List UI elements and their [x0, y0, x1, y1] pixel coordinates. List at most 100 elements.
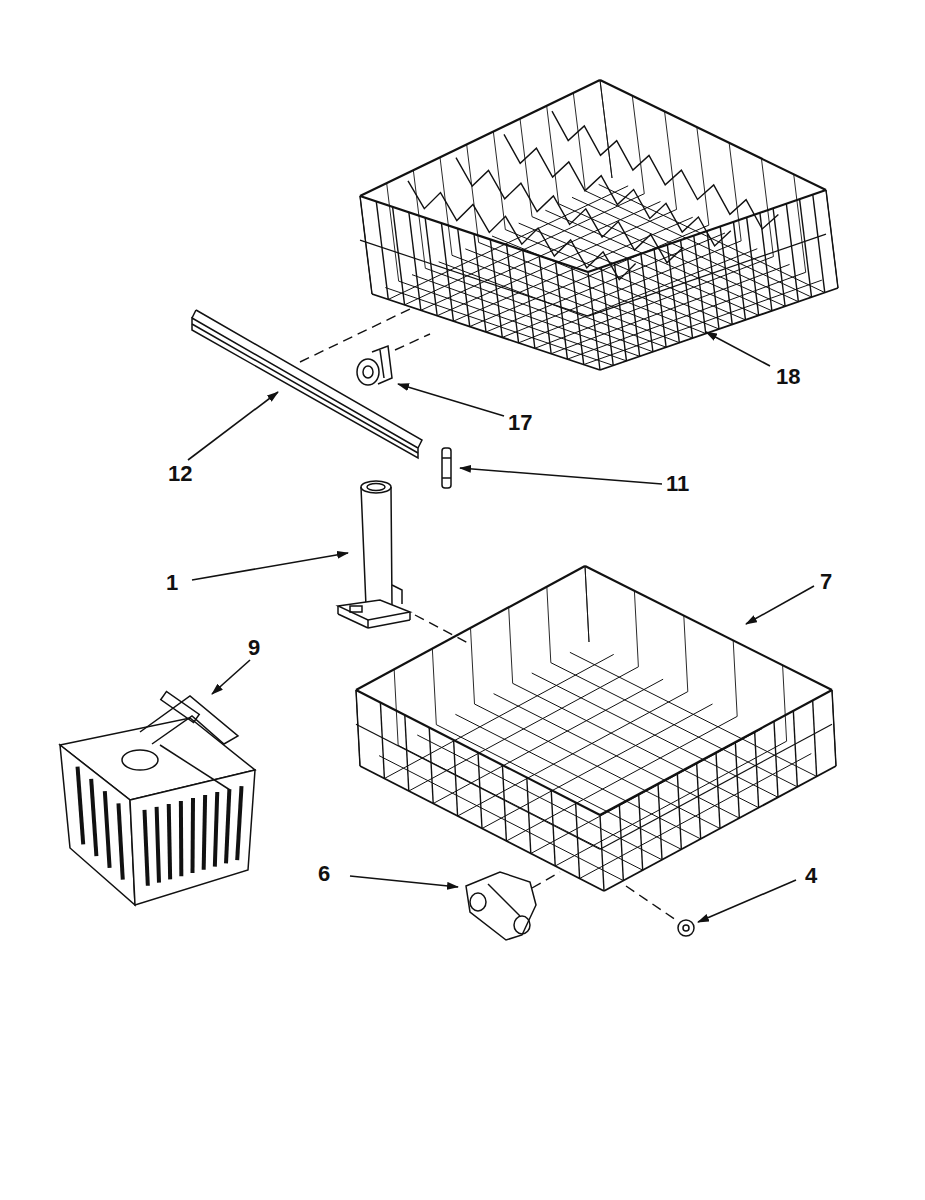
tine-row — [504, 134, 731, 246]
wire — [832, 690, 836, 766]
wire — [600, 80, 612, 178]
wire — [417, 735, 662, 860]
wire — [634, 591, 638, 667]
wire — [733, 640, 737, 716]
wire — [665, 111, 677, 209]
callout-number: 11 — [666, 473, 689, 495]
wire — [697, 127, 709, 225]
assembly-lines — [300, 308, 676, 920]
wire — [405, 715, 409, 791]
wire — [761, 159, 773, 257]
wire — [585, 566, 589, 642]
wire — [360, 196, 372, 294]
wire — [356, 690, 360, 766]
callout-number: 1 — [166, 572, 178, 594]
wire — [425, 268, 653, 352]
callout-number: 7 — [820, 571, 832, 593]
lower-rack — [356, 566, 836, 891]
leader-arrows — [188, 332, 814, 922]
wire — [527, 778, 531, 854]
tine-row — [456, 158, 683, 263]
wire — [385, 288, 613, 366]
wire — [572, 197, 798, 301]
callout-number: 4 — [805, 865, 817, 887]
wire — [105, 791, 110, 868]
wire — [215, 792, 217, 867]
wire — [826, 190, 838, 288]
wire — [455, 714, 700, 839]
wire — [729, 143, 741, 241]
wire — [632, 96, 644, 194]
wire — [794, 174, 806, 272]
wire — [658, 784, 662, 860]
wire — [755, 732, 759, 808]
wire — [681, 240, 693, 338]
wire — [157, 807, 159, 883]
tine-row — [552, 111, 778, 229]
wire — [697, 763, 701, 839]
wire — [471, 628, 475, 704]
wire — [409, 212, 421, 310]
wire — [786, 204, 798, 302]
wire — [398, 745, 643, 870]
wire — [813, 195, 825, 293]
wire — [547, 587, 551, 663]
wire — [813, 700, 817, 776]
wire — [600, 80, 826, 190]
wire — [639, 794, 643, 870]
wire — [360, 196, 372, 294]
callout-number: 18 — [776, 366, 800, 388]
wire — [793, 711, 797, 787]
wire — [619, 805, 623, 881]
wire — [237, 786, 241, 860]
wire — [379, 756, 623, 881]
wire — [118, 803, 122, 879]
wire — [585, 566, 832, 690]
wire — [551, 790, 555, 866]
wire — [519, 223, 746, 320]
wire — [412, 275, 640, 357]
wire — [494, 694, 740, 818]
wire — [513, 683, 759, 807]
callout-number: 6 — [318, 863, 330, 885]
wire — [532, 673, 778, 797]
wire — [599, 184, 825, 292]
callout-number: 17 — [508, 412, 532, 434]
wire — [600, 80, 612, 178]
wire — [78, 767, 84, 845]
wire — [380, 703, 384, 779]
wire — [570, 652, 817, 776]
wire — [394, 669, 398, 745]
wire — [144, 810, 147, 886]
wire — [169, 804, 170, 879]
wire — [454, 740, 458, 816]
wire — [677, 773, 681, 849]
wire — [440, 157, 452, 255]
wire — [475, 704, 721, 829]
wire — [832, 690, 836, 766]
upper-rack — [360, 80, 838, 370]
wire — [441, 223, 453, 321]
wire — [520, 119, 532, 217]
wire — [783, 665, 787, 741]
basket-slots — [78, 767, 242, 886]
wire — [387, 183, 399, 281]
wire — [773, 208, 785, 306]
wire — [551, 663, 798, 787]
wire — [800, 199, 812, 297]
wire — [191, 798, 196, 873]
wire — [509, 607, 513, 683]
wire — [774, 721, 778, 797]
wire — [356, 690, 360, 766]
wire — [826, 190, 838, 288]
wire — [356, 724, 600, 849]
wire — [735, 742, 739, 818]
wire — [467, 144, 479, 242]
wire — [432, 649, 436, 725]
wire — [204, 795, 205, 870]
wire — [478, 753, 482, 829]
wire — [179, 801, 183, 876]
wire — [376, 201, 388, 299]
